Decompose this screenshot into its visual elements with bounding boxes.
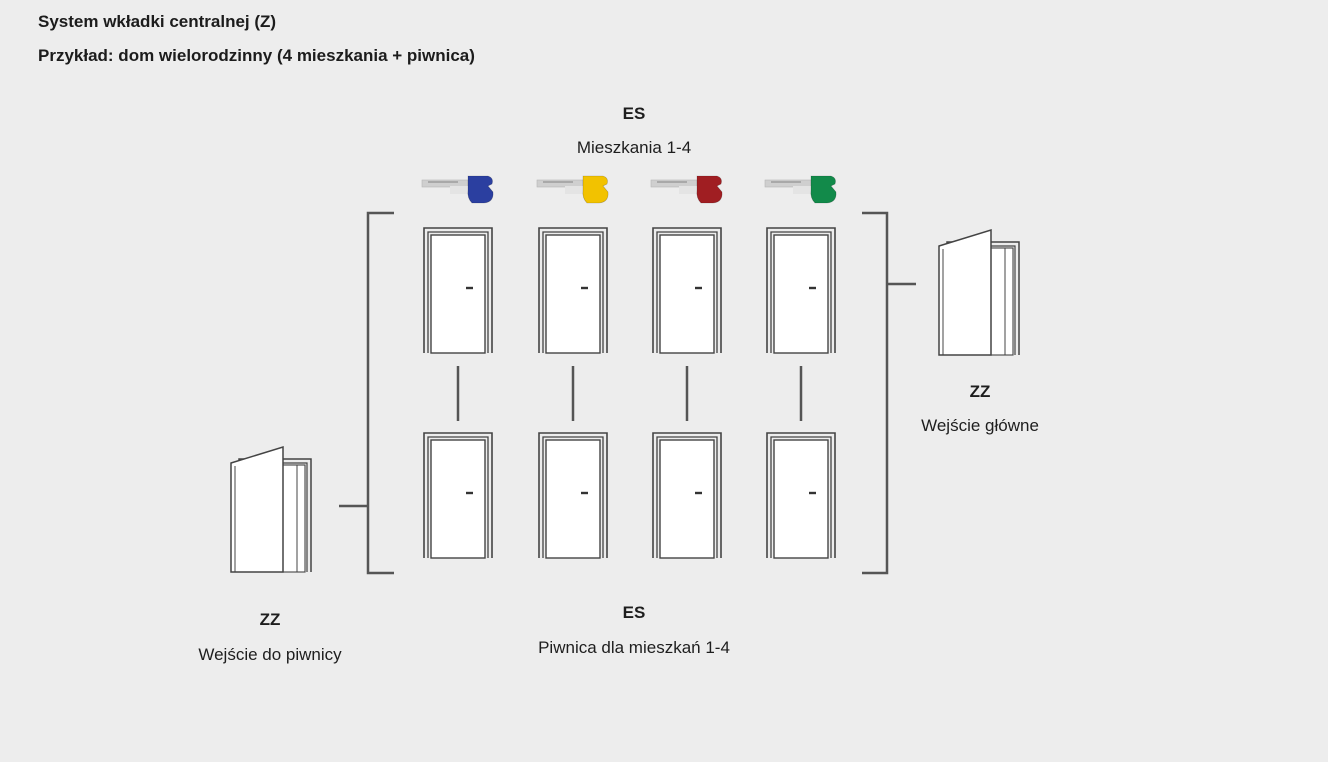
left-bracket (366, 211, 394, 575)
cellar-doors-row (423, 432, 836, 559)
apartment-doors-row (423, 227, 836, 354)
apartment-keys (421, 175, 837, 204)
apartment-key-icon (650, 175, 723, 204)
right-bracket (862, 211, 889, 575)
apartments-label: Mieszkania 1-4 (576, 138, 692, 157)
apartment-key-icon (764, 175, 837, 204)
apartment-door-icon (766, 227, 836, 354)
main-entrance-code: ZZ (969, 382, 991, 401)
apartment-door-icon (423, 227, 493, 354)
cellar-door-icon (766, 432, 836, 559)
cellar-door-icon (538, 432, 608, 559)
door-pair-connectors (456, 366, 803, 421)
cellar-door-icon (423, 432, 493, 559)
apartments-code: ES (622, 104, 646, 123)
cellar-entrance-door-icon (230, 445, 312, 573)
cellar-doors-code: ES (622, 603, 646, 622)
cellar-entrance-label: Wejście do piwnicy (198, 645, 342, 664)
main-entrance-label: Wejście główne (921, 416, 1039, 435)
diagram-subtitle: Przykład: dom wielorodzinny (4 mieszkani… (38, 46, 475, 65)
apartment-key-icon (421, 175, 494, 204)
apartment-door-icon (538, 227, 608, 354)
main-entrance-door-icon (938, 228, 1020, 356)
apartment-key-icon (536, 175, 609, 204)
cellar-doors-label: Piwnica dla mieszkań 1-4 (538, 638, 730, 657)
cellar-door-icon (652, 432, 722, 559)
apartment-door-icon (652, 227, 722, 354)
cellar-entrance-code: ZZ (259, 610, 281, 629)
diagram-title: System wkładki centralnej (Z) (38, 12, 277, 31)
